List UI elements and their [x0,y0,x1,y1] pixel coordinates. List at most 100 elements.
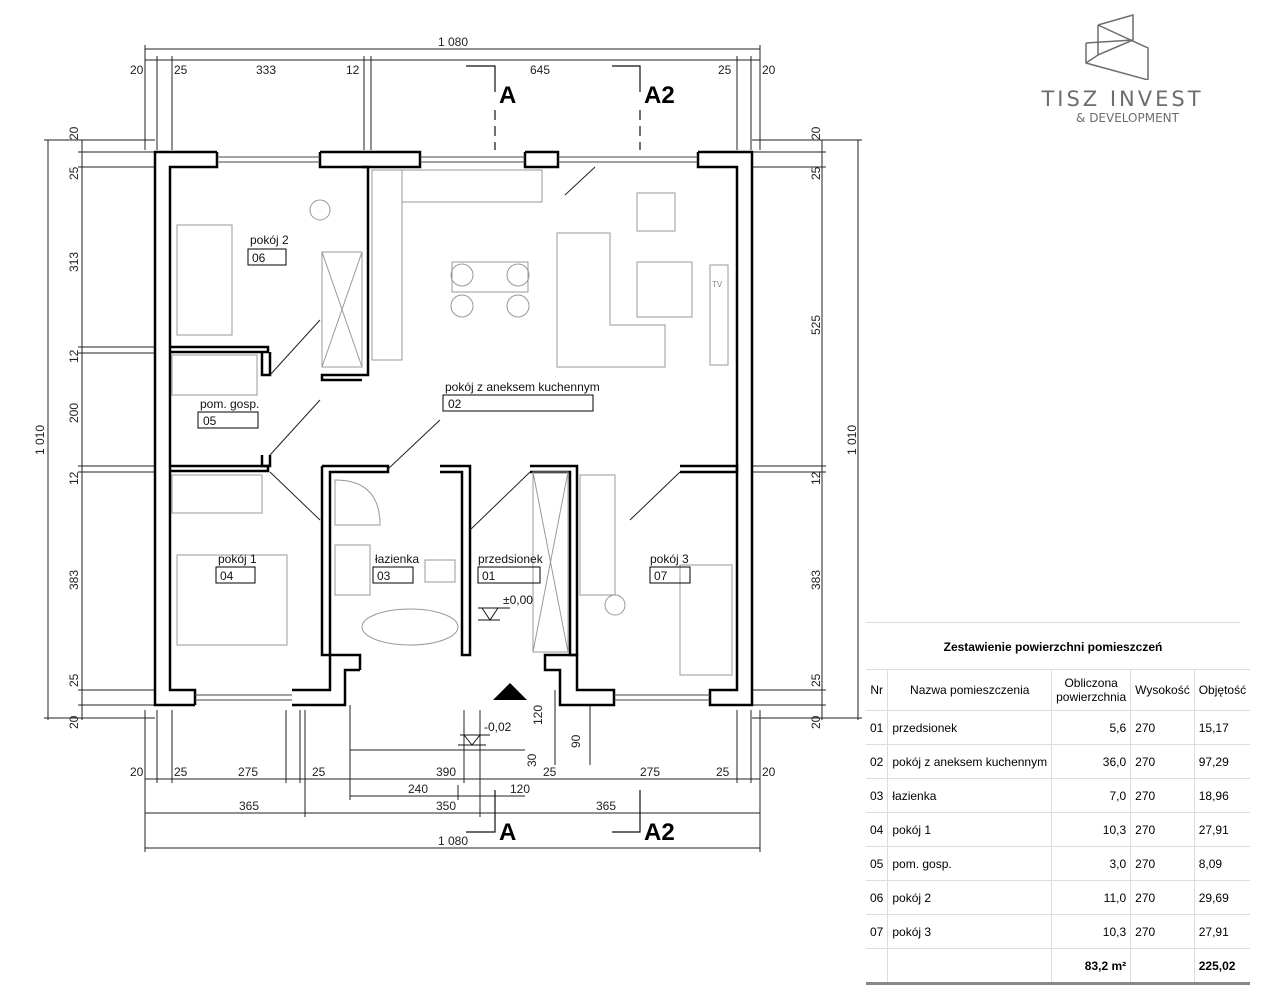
cell-height: 270 [1130,744,1195,779]
shower [334,479,381,526]
cell-nr: 03 [866,778,889,813]
dim-text: 383 [809,570,823,590]
wardrobe-room2 [321,251,363,368]
col-volume: Objętość [1193,669,1251,711]
wardrobe-hall [532,471,569,653]
room-labels [197,248,691,584]
dim-text: 383 [67,570,81,590]
dim-text: 25 [718,63,732,77]
bathtub [361,608,459,646]
dim-text: 365 [596,799,616,813]
dimension-texts: 1 080 20 25 333 12 645 25 20 1 010 20 25… [33,35,859,848]
cell-area: 3,0 [1051,846,1132,881]
level-markers [458,607,510,746]
col-area: Obliczona powierzchnia [1051,669,1132,711]
cell-volume: 8,09 [1193,846,1251,881]
col-height: Wysokość [1130,669,1195,711]
room-number: 02 [448,397,462,411]
cell-height: 270 [1130,914,1195,949]
table-total-row: 83,2 m² 225,02 [866,948,1251,985]
cell-name: pom. gosp. [887,846,1053,881]
dim-text: 20 [762,765,776,779]
cell-volume: 27,91 [1193,812,1251,847]
cell-volume: 18,96 [1193,778,1251,813]
dim-text: 12 [67,471,81,485]
dim-text: 12 [809,471,823,485]
section-a2-bottom: A2 [644,819,675,846]
dim-text: 20 [130,765,144,779]
cell-nr: 06 [866,880,889,915]
dim-text: 645 [530,63,550,77]
logo-mark-icon [1084,14,1149,81]
dim-text: 1 080 [438,35,468,49]
section-markers [466,65,641,833]
dim-text: 90 [569,734,583,748]
room-name: pokój 3 [650,552,689,566]
armchair [636,192,676,232]
dim-text: 313 [67,252,81,272]
room-name: łazienka [375,552,419,566]
wardrobe-room3 [579,474,616,596]
cell-area: 11,0 [1051,880,1132,915]
table-header-row: Nr Nazwa pomieszczenia Obliczona powierz… [866,669,1251,711]
bed-room1 [176,554,288,646]
dining-table [451,261,529,293]
cell-nr: 01 [866,710,889,745]
cell-height: 270 [1130,880,1195,915]
wardrobe-room1 [171,474,263,514]
tv-label: TV [712,280,723,289]
coffee-table [636,261,693,318]
dim-text: 25 [174,63,188,77]
dim-text: 25 [174,765,188,779]
room-area-table: Zestawienie powierzchni pomieszczeń Nr N… [866,622,1251,985]
cell-nr: 02 [866,744,889,779]
dim-text: 333 [256,63,276,77]
room-name: pom. gosp. [200,397,259,411]
chair [604,594,626,616]
dim-text: 1 010 [33,425,47,455]
cell-volume: 15,17 [1193,710,1251,745]
cell-area: 7,0 [1051,778,1132,813]
dim-text: 20 [809,126,823,140]
cell-name: pokój 2 [887,880,1053,915]
room-number: 05 [203,414,217,428]
section-a2-top: A2 [644,82,675,109]
level-entry: -0,02 [484,720,512,734]
dim-text: 25 [67,673,81,687]
dim-text: 25 [809,673,823,687]
cell-area: 36,0 [1051,744,1132,779]
room-name: pokój 2 [250,233,289,247]
dim-text: 20 [130,63,144,77]
dim-text: 12 [67,349,81,363]
sink [334,544,371,596]
dim-text: 25 [67,166,81,180]
dim-text: 365 [239,799,259,813]
dim-text: 20 [809,715,823,729]
cell-nr: 05 [866,846,889,881]
dim-text: 12 [346,63,360,77]
windows [195,156,710,701]
cell-height: 270 [1130,846,1195,881]
dim-text: 120 [531,705,545,725]
dim-text: 350 [436,799,456,813]
furniture [171,169,733,676]
washer [171,354,258,396]
cell-nr: 04 [866,812,889,847]
col-name: Nazwa pomieszczenia [887,669,1053,711]
cell-name: łazienka [887,778,1053,813]
dim-text: 20 [67,715,81,729]
cell-name: przedsionek [887,710,1053,745]
room-name: przedsionek [478,552,544,566]
room-number: 07 [654,569,668,583]
dim-text: 20 [762,63,776,77]
level-floor: ±0,00 [503,593,533,607]
bed-room3 [679,564,733,676]
cell-volume: 27,91 [1193,914,1251,949]
